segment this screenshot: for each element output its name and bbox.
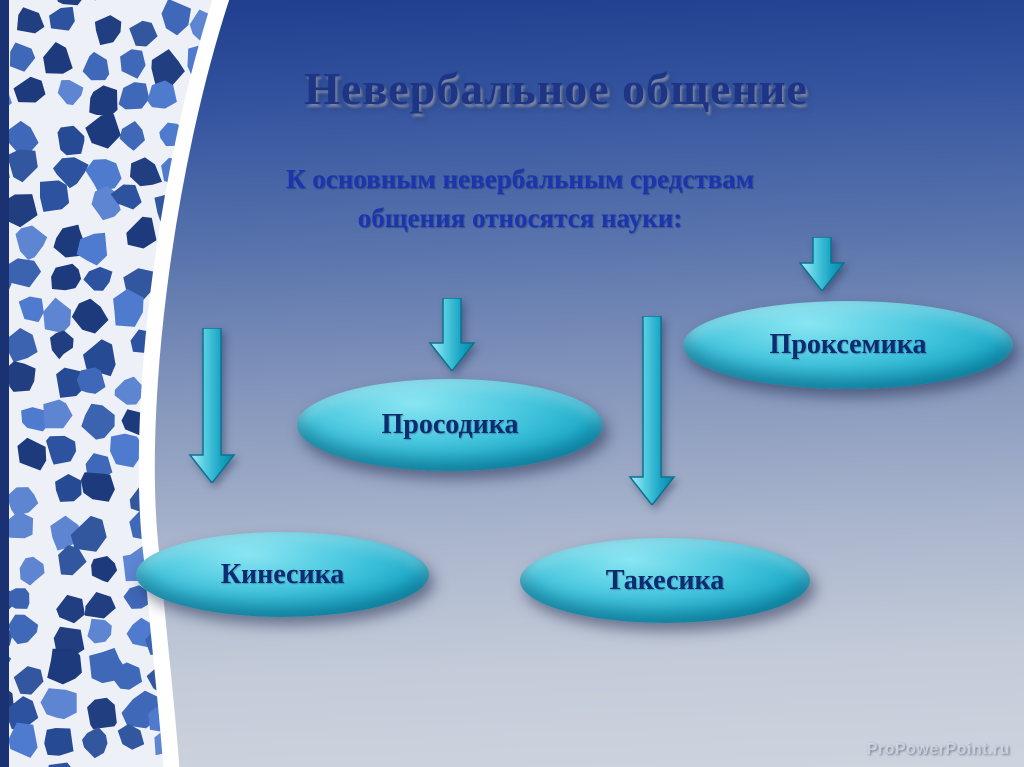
- ellipse-label-takesika: Такесика: [605, 564, 725, 596]
- ellipse-proksemika: Проксемика: [683, 301, 1013, 389]
- subtitle-line-1: К основным невербальным средствам: [285, 164, 755, 194]
- ellipse-label-proksemika: Проксемика: [769, 329, 927, 360]
- subtitle-line-2: общения относятся науки:: [357, 203, 683, 234]
- mosaic-border-decoration: [0, 0, 230, 767]
- ellipse-label-kinesika: Кинесика: [220, 558, 345, 590]
- ellipse-prosodika: Просодика: [297, 379, 603, 471]
- slide-title: Невербальное общение: [304, 63, 808, 114]
- watermark: ProPowerPoint.ru: [866, 741, 1010, 758]
- arrow-down-icon-takesika: [628, 316, 676, 505]
- arrow-down-icon-proksemika: [798, 237, 846, 291]
- ellipse-kinesika: Кинесика: [136, 532, 429, 617]
- ellipse-takesika: Такесика: [520, 538, 810, 623]
- ellipse-label-prosodika: Просодика: [381, 409, 519, 440]
- arrow-down-icon-prosodika: [428, 298, 476, 371]
- slide-subtitle: К основным невербальным средствам общени…: [286, 160, 754, 238]
- arrow-down-icon-kinesika: [188, 328, 236, 483]
